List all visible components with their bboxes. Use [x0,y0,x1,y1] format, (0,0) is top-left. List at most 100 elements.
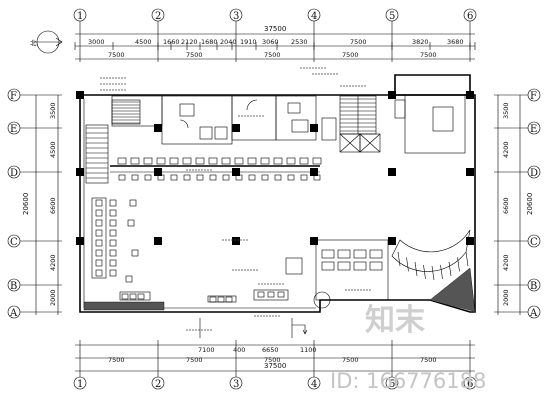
top-dim-label: 2040 [220,38,237,46]
axis-label: 2 [155,11,161,22]
building-outline [79,74,476,313]
axis-bubble-left-E: E [7,121,21,135]
top-dim-label: 7500 [420,51,437,59]
curved-stair [391,229,476,313]
axis-bubble-right-D: D [527,165,541,179]
top-dim-label: 7500 [186,51,203,59]
column [154,124,162,132]
axis-label: 5 [389,11,395,22]
axis-label: E [10,124,17,135]
axis-label: 6 [467,379,473,390]
axis-label: 3 [233,11,239,22]
top-dim-label: 2120 [181,38,198,46]
right-dim-label: 4200 [502,254,510,271]
column [310,124,318,132]
bottom-dim-label: 7500 [186,356,203,364]
bottom-dim-label: 7100 [198,346,215,354]
axis-bubble-top-3: 3 [229,8,243,22]
structural-columns [76,91,474,245]
left-total-dimension: 20600 [22,193,30,215]
column [76,91,84,99]
bottom-dim-label: 7500 [420,356,437,364]
axis-label: 6 [467,11,473,22]
stair-left [85,99,141,184]
entrance-marker [199,318,308,338]
axis-bubble-left-B: B [7,278,21,292]
axis-bubble-top-5: 5 [385,8,399,22]
top-dim-label: 2530 [291,38,308,46]
axis-bubble-right-C: C [527,234,541,248]
core-stair-elevator [321,95,381,153]
right-dim-label: 2000 [502,289,510,306]
axis-label: F [530,91,537,102]
axis-label: A [529,308,538,319]
axis-bubble-top-2: 2 [151,8,165,22]
axis-label: 4 [311,379,317,390]
top-dim-label: 1680 [201,38,218,46]
axis-label: B [530,281,537,292]
lounge-seating [91,197,289,303]
right-dim-label: 3500 [502,102,510,119]
axis-bubble-bottom-2: 2 [151,376,165,390]
top-dim-label: 7500 [342,51,359,59]
column [76,168,84,176]
axis-label: C [10,237,18,248]
top-total-dimension: 37500 [264,25,286,33]
counter-row [110,157,322,181]
bottom-dim-label: 1100 [300,346,317,354]
top-dim-label: 7500 [350,38,367,46]
left-dim-label: 2000 [49,289,57,306]
column [310,168,318,176]
top-dim-label: 3680 [447,38,464,46]
axis-label: E [530,124,537,135]
column [154,237,162,245]
top-dim-label: 4500 [135,38,152,46]
axis-label: 2 [155,379,161,390]
column [232,124,240,132]
column [232,168,240,176]
column [466,91,474,99]
row-axes-right: F E D C B A [494,88,541,319]
top-dim-label: 1910 [240,38,257,46]
axis-label: B [10,281,17,292]
left-dim-label: 4500 [49,141,57,158]
bottom-dim-label: 7500 [108,356,125,364]
axis-bubble-right-A: A [527,305,541,319]
axis-bubble-bottom-4: 4 [307,376,321,390]
column [154,168,162,176]
column [466,237,474,245]
column [388,91,396,99]
cad-notes [100,67,371,331]
axis-label: D [10,168,18,179]
axis-bubble-left-A: A [7,305,21,319]
top-dim-label: 7500 [264,51,281,59]
column [310,237,318,245]
top-dim-label: 3820 [412,38,429,46]
watermark-id: ID: 166776188 [330,369,486,393]
axis-bubble-left-D: D [7,165,21,179]
bottom-dim-label: 6650 [262,346,279,354]
bottom-dim-label: 7500 [264,356,281,364]
left-dim-label: 4200 [49,254,57,271]
column [76,237,84,245]
right-room [394,94,466,154]
left-dim-label: 3500 [49,102,57,119]
axis-label: F [10,91,17,102]
right-total-dimension: 20600 [526,193,534,215]
row-axes-left: F E D C B A [7,88,62,319]
watermark-logo-text: 知末 [365,303,425,338]
axis-bubble-bottom-3: 3 [229,376,243,390]
right-dim-label: 4200 [502,141,510,158]
bottom-total-dimension: 37500 [264,362,286,370]
axis-label: 5 [389,379,395,390]
axis-bubble-right-B: B [527,278,541,292]
axis-label: D [530,168,538,179]
axis-bubble-top-4: 4 [307,8,321,22]
column [388,237,396,245]
